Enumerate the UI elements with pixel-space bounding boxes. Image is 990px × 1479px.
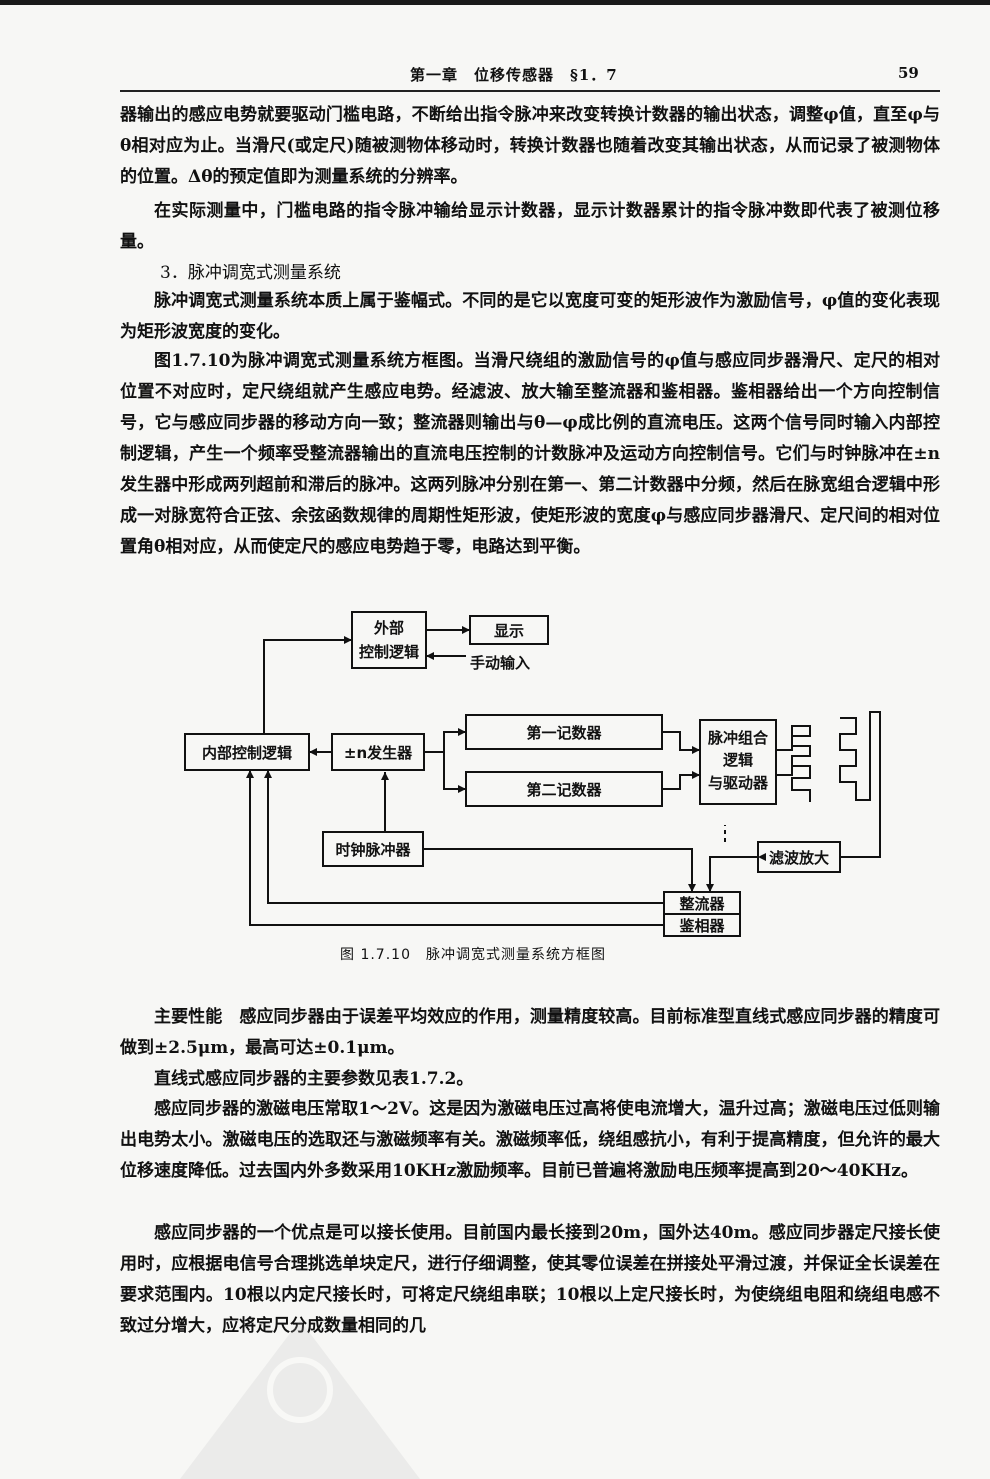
rectifier-label: 整流器 bbox=[679, 895, 725, 913]
paragraph-7: 感应同步器的激磁电压常取1～2V。这是因为激磁电压过高将使电流增大，温升过高；激… bbox=[120, 1099, 940, 1181]
page-top-border bbox=[0, 0, 990, 5]
phase-detector-label: 鉴相器 bbox=[678, 917, 725, 935]
counter1-label: 第一记数器 bbox=[526, 724, 602, 742]
external-logic-label-1: 外部 bbox=[373, 619, 404, 637]
pulse-combo-label-1: 脉冲组合 bbox=[707, 729, 769, 747]
paragraph-1: 器输出的感应电势就要驱动门槛电路，不断给出指令脉冲来改变转换计数器的输出状态，调… bbox=[120, 105, 940, 187]
header-rule bbox=[120, 90, 940, 92]
paragraph-8: 感应同步器的一个优点是可以接长使用。目前国内最长接到20m，国外达40m。感应同… bbox=[120, 1223, 940, 1336]
paragraph-5: 主要性能感应同步器由于误差平均效应的作用，测量精度较高。目前标准型直线式感应同步… bbox=[120, 1002, 940, 1064]
display-label: 显示 bbox=[494, 622, 524, 640]
paragraph-3: 脉冲调宽式测量系统本质上属于鉴幅式。不同的是它以宽度可变的矩形波作为激励信号，φ… bbox=[120, 291, 940, 342]
page-number: 59 bbox=[898, 64, 919, 82]
block-diagram: 外部 控制逻辑 显示 手动输入 内部控制逻辑 ±n发生器 第一记数器 第二记数器… bbox=[184, 611, 881, 937]
paragraph-2: 在实际测量中，门槛电路的指令脉冲输给显示计数器，显示计数器累计的指令脉冲数即代表… bbox=[120, 201, 940, 252]
paragraph-6: 直线式感应同步器的主要参数见表1.7.2。 bbox=[154, 1069, 474, 1089]
paragraph-5-body: 感应同步器由于误差平均效应的作用，测量精度较高。目前标准型直线式感应同步器的精度… bbox=[120, 1007, 941, 1058]
generator-label: ±n发生器 bbox=[344, 744, 413, 762]
chapter-title: 第一章 位移传感器 §1．7 bbox=[410, 66, 618, 84]
paragraph-5-lead: 主要性能 bbox=[154, 1007, 223, 1027]
internal-logic-label: 内部控制逻辑 bbox=[202, 744, 292, 762]
pulse-combo-label-2: 逻辑 bbox=[723, 751, 753, 769]
figure-caption: 图 1.7.10 脉冲调宽式测量系统方框图 bbox=[340, 947, 606, 963]
external-logic-label-2: 控制逻辑 bbox=[359, 643, 419, 661]
paragraph-4: 图1.7.10为脉冲调宽式测量系统方框图。当滑尺绕组的激励信号的φ值与感应同步器… bbox=[120, 351, 940, 557]
counter2-label: 第二记数器 bbox=[526, 781, 602, 799]
pulse-combo-label-3: 与驱动器 bbox=[708, 774, 769, 792]
filter-amp-label: 滤波放大 bbox=[769, 849, 829, 867]
pulse-combo-block bbox=[699, 719, 777, 805]
watermark-icon bbox=[180, 1320, 420, 1479]
clock-label: 时钟脉冲器 bbox=[335, 841, 411, 859]
section-heading: 3．脉冲调宽式测量系统 bbox=[160, 263, 341, 283]
manual-input-label: 手动输入 bbox=[470, 654, 530, 672]
running-header: 第一章 位移传感器 §1．7 59 bbox=[0, 60, 990, 88]
